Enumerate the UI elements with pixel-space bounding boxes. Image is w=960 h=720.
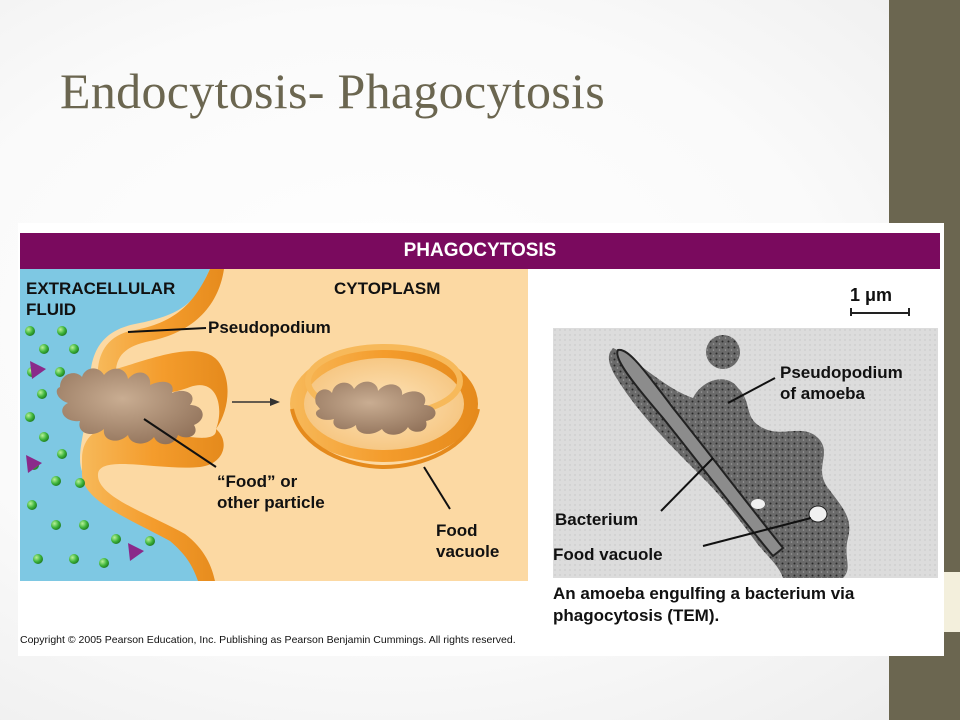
molecule-bead [51,520,61,530]
food-particle [56,368,203,445]
bacterium-pointer [660,457,714,512]
copyright-notice: Copyright © 2005 Pearson Education, Inc.… [20,634,516,646]
molecule-bead [69,554,79,564]
micrograph-caption: An amoeba engulfing a bacterium via phag… [553,584,855,625]
figure-header-bar: PHAGOCYTOSIS [20,233,940,269]
extracellular-region [20,269,210,581]
pseudopodium-leader-line [127,327,207,333]
molecule-bead [111,534,121,544]
process-arrow-icon [232,398,280,406]
molecule-bead [57,326,67,336]
figure-header-title: PHAGOCYTOSIS [403,240,557,261]
vacuole-food-particle [315,381,436,435]
food-vacuole-drawing [290,344,480,470]
molecule-triangle [30,361,46,379]
molecule-triangle [128,543,144,561]
molecule-bead [99,558,109,568]
lower-pseudopodium [82,425,224,581]
molecule-bead [55,367,65,377]
phagocytosis-diagram [20,269,528,581]
molecule-bead [57,449,67,459]
slide-title: Endocytosis- Phagocytosis [60,63,605,119]
pseudopodium-pointer [727,377,776,404]
phagocytosis-figure: PHAGOCYTOSIS [18,223,944,656]
scale-bar-tick [908,308,910,316]
bacterium-shape [616,348,785,558]
molecule-bead [33,554,43,564]
food-leader-line [143,418,217,468]
molecule-bead [25,326,35,336]
vacuole-micro [751,499,765,509]
micro-bacterium-label: Bacterium [555,510,639,529]
vacuole-leader-line [423,466,451,510]
molecule-bead [145,536,155,546]
scale-label: 1 μm [850,285,893,305]
molecule-bead [27,500,37,510]
molecule-bead [69,344,79,354]
molecule-bead [39,432,49,442]
food-vacuole-label: Food vacuole [436,521,500,561]
small-cell [706,335,740,369]
tem-micrograph [553,328,938,578]
micro-pseudopodium-label: Pseudopodium of amoeba [780,363,903,403]
extracellular-triangles [26,361,144,561]
micrograph-image [553,328,938,578]
molecule-bead [25,412,35,422]
molecule-bead [79,520,89,530]
food-vacuole-micro [808,505,828,523]
scale-bar [850,312,910,314]
cytoplasm-label: CYTOPLASM [334,279,441,298]
side-accent-highlight [944,572,960,632]
molecule-bead [37,389,47,399]
extracellular-molecules [25,326,155,568]
molecule-bead [75,478,85,488]
micro-vacuole-label: Food vacuole [553,545,663,564]
molecule-bead [39,344,49,354]
vacuole-pointer [702,517,812,547]
molecule-triangle [26,455,42,473]
pseudopodium-label: Pseudopodium [208,318,331,337]
extracellular-label: EXTRACELLULAR FLUID [26,279,176,319]
food-particle-label: “Food” or other particle [217,472,325,512]
molecule-bead [51,476,61,486]
scale-bar-tick [850,308,852,316]
